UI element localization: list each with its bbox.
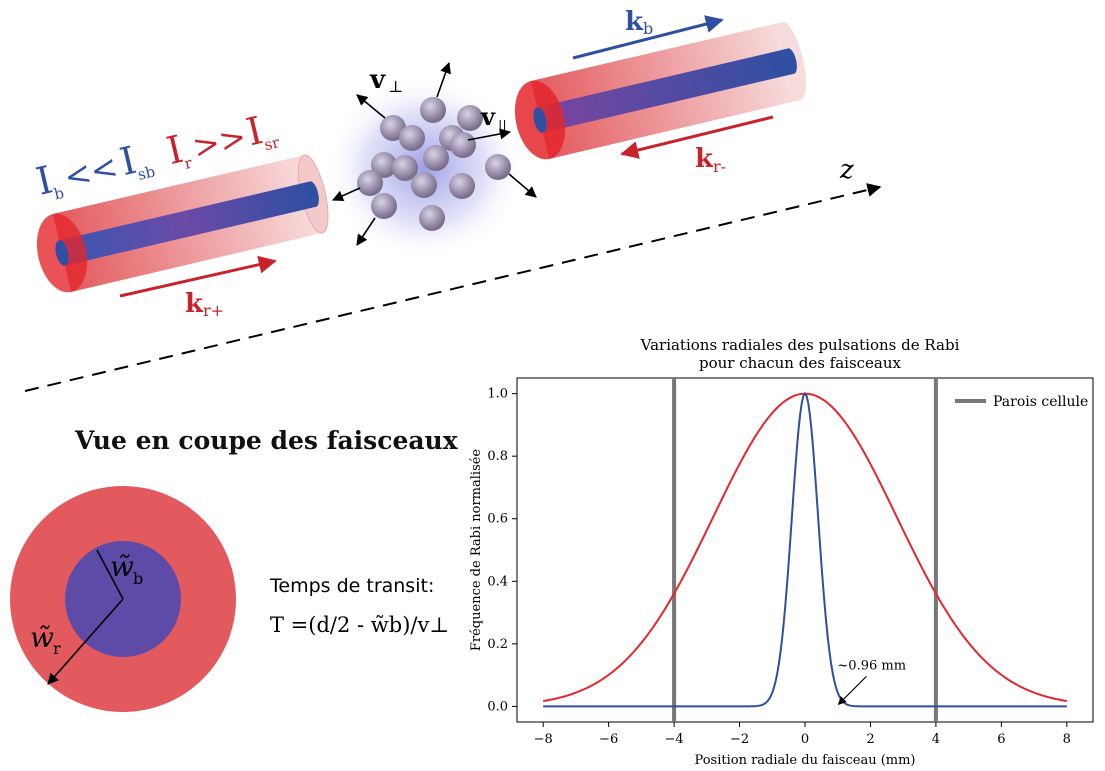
annotation-arrow <box>837 675 867 705</box>
atom <box>399 125 425 151</box>
x-tick-label: 8 <box>1063 732 1071 747</box>
right-beam-cylinder <box>514 22 807 160</box>
svg-text:r: r <box>53 639 61 658</box>
svg-text:||: || <box>498 119 507 134</box>
x-axis-ticks: −8 −6 −4 −2 0 2 4 6 8 <box>534 722 1071 747</box>
ir-symbol: I <box>162 127 187 173</box>
x-tick-label: 6 <box>997 732 1005 747</box>
y-axis-label: Fréquence de Rabi normalisée <box>469 449 484 652</box>
kr-plus-arrow: k r+ <box>119 255 277 320</box>
atom <box>392 155 418 181</box>
y-tick-label: 0.6 <box>487 512 508 527</box>
annotation-text: ~0.96 mm <box>837 658 906 673</box>
atom <box>371 193 397 219</box>
wb-radius-line <box>96 549 124 600</box>
y-tick-label: 1.0 <box>487 387 508 402</box>
y-tick-label: 0.8 <box>487 449 508 464</box>
kb-arrow: k b <box>572 7 724 60</box>
svg-text:sb: sb <box>136 162 157 183</box>
x-tick-label: 4 <box>932 732 940 747</box>
svg-text:k: k <box>185 289 204 319</box>
x-tick-label: 2 <box>866 732 874 747</box>
svg-text:<<: << <box>60 147 121 196</box>
z-label: z <box>839 155 854 185</box>
beam-cross-section: w̃ b w̃ r <box>10 486 236 712</box>
x-tick-label: −2 <box>730 732 749 747</box>
atom <box>450 132 476 158</box>
transit-formula: T =(d/2 - w̃b)/v⊥ <box>270 613 449 637</box>
left-beam-cylinder <box>36 154 329 293</box>
x-tick-label: 0 <box>801 732 809 747</box>
v-parallel-label: v || <box>480 102 507 134</box>
atom <box>485 154 511 180</box>
atom <box>371 152 397 178</box>
atom <box>423 145 449 171</box>
svg-text:b: b <box>52 184 65 204</box>
svg-text:w̃: w̃ <box>110 550 134 583</box>
svg-text:v: v <box>369 65 386 95</box>
ib-symbol: I <box>32 157 57 203</box>
svg-text:⊥: ⊥ <box>388 77 403 96</box>
chart-subtitle: pour chacun des faisceaux <box>699 354 902 372</box>
v-perp-label: v ⊥ <box>369 65 403 96</box>
kr-minus-arrow: k r- <box>620 115 774 176</box>
x-tick-label: −4 <box>665 732 684 747</box>
y-tick-label: 0.2 <box>487 637 508 652</box>
svg-text:v: v <box>480 102 496 131</box>
legend-label: Parois cellule <box>993 394 1088 410</box>
transit-label: Temps de transit: <box>269 575 434 597</box>
section-title: Vue en coupe des faisceaux <box>74 426 459 455</box>
atom <box>457 105 483 131</box>
atom <box>411 172 437 198</box>
plot-area <box>516 377 1094 723</box>
chart-title: Variations radiales des pulsations de Ra… <box>640 336 960 354</box>
y-tick-label: 0.0 <box>487 699 508 714</box>
atom <box>449 173 475 199</box>
x-tick-label: −6 <box>599 732 618 747</box>
svg-text:b: b <box>133 569 143 588</box>
atom <box>420 97 446 123</box>
rabi-chart: Variations radiales des pulsations de Ra… <box>469 336 1094 768</box>
atom-cloud <box>325 76 525 260</box>
atom <box>419 205 445 231</box>
svg-text:r: r <box>183 154 195 173</box>
velocity-arrows <box>331 61 537 246</box>
svg-text:sr: sr <box>263 133 282 154</box>
svg-text:w̃: w̃ <box>30 621 54 654</box>
x-tick-label: −8 <box>534 732 553 747</box>
y-tick-label: 0.4 <box>487 574 508 589</box>
x-axis-label: Position radiale du faisceau (mm) <box>694 753 915 768</box>
svg-text:>>: >> <box>189 117 250 166</box>
red-beam-series <box>543 392 1067 703</box>
blue-beam-series <box>543 391 1067 708</box>
svg-text:b: b <box>643 19 653 38</box>
svg-text:k: k <box>625 7 644 37</box>
svg-text:k: k <box>695 144 714 174</box>
atom <box>357 170 383 196</box>
svg-text:r+: r+ <box>203 301 224 320</box>
y-axis-ticks: 0.0 0.2 0.4 0.6 0.8 1.0 <box>487 387 517 714</box>
svg-text:r-: r- <box>713 157 726 176</box>
z-axis: z <box>24 155 882 392</box>
wr-radius-arrow <box>47 598 124 685</box>
legend: Parois cellule <box>955 394 1088 410</box>
